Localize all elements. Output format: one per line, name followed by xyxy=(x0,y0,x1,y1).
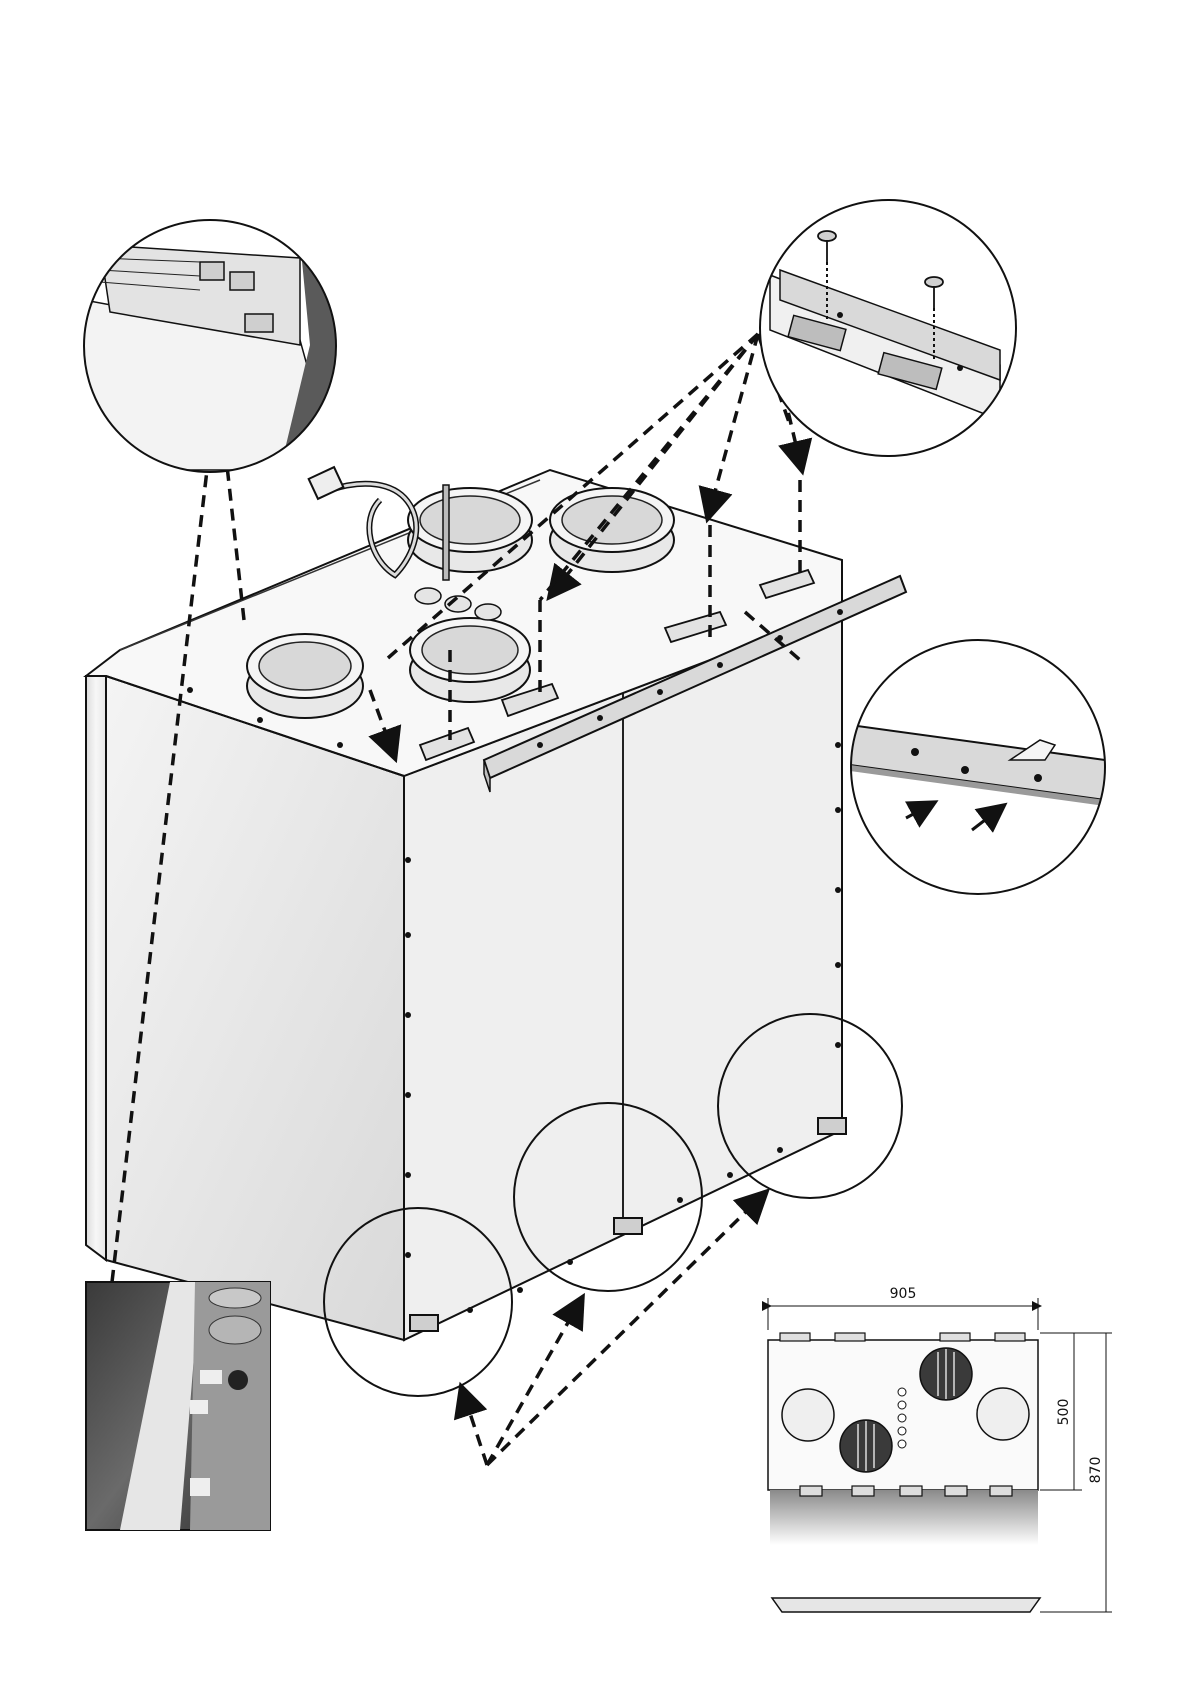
unit-front-panel-left xyxy=(106,676,404,1340)
detail-circle-rail xyxy=(850,640,1106,896)
installation-photo xyxy=(86,1282,270,1530)
height-inner-label: 500 xyxy=(1056,1399,1072,1426)
dimension-drawing: 905 500 870 xyxy=(768,1286,1112,1612)
sensor-rod xyxy=(443,485,449,580)
foot-block xyxy=(818,1118,846,1134)
ventilation-unit xyxy=(86,467,906,1340)
detail-circle-top-left xyxy=(84,220,336,472)
foot-block xyxy=(614,1218,642,1234)
wall-rail-outline xyxy=(772,1598,1040,1612)
duct-spigot xyxy=(408,488,532,572)
height-total-label: 870 xyxy=(1088,1457,1104,1484)
duct-spigot xyxy=(410,618,530,702)
detail-circle-top-right xyxy=(760,200,1016,456)
foot-block xyxy=(410,1315,438,1331)
width-label: 905 xyxy=(890,1286,917,1302)
unit-left-side xyxy=(86,676,106,1260)
duct-spigot xyxy=(247,634,363,718)
width-dimension xyxy=(768,1298,1038,1330)
duct-spigot xyxy=(550,488,674,572)
